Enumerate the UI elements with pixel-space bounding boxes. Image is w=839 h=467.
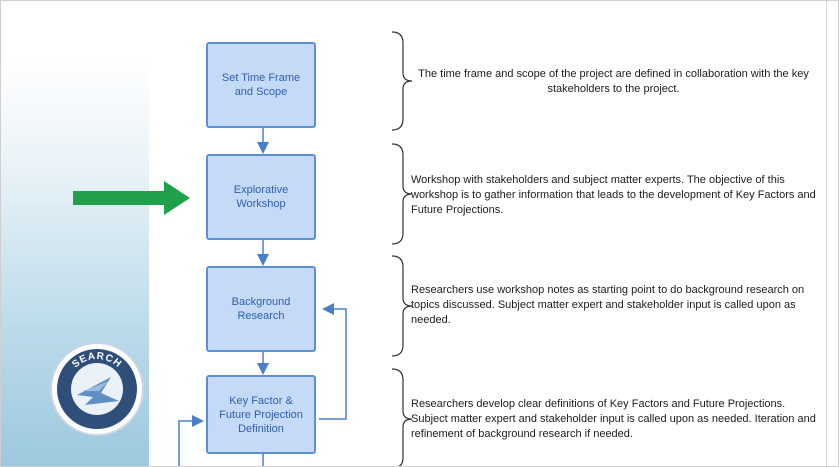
step-label: Background Research (231, 296, 291, 322)
bracket-3 (391, 255, 413, 357)
step-box-explorative-workshop: Explorative Workshop (206, 154, 316, 240)
highlight-arrow-icon (73, 181, 190, 215)
incoming-loop-arrow (178, 415, 204, 466)
feedback-loop-arrow (319, 303, 347, 420)
bracket-2 (391, 143, 413, 245)
step-label: Key Factor & Future Projection Definitio… (219, 394, 303, 435)
search-logo-icon: SEARCH (50, 342, 144, 436)
step-description-4: Researchers develop clear definitions of… (411, 398, 816, 440)
step-description-3: Researchers use workshop notes as starti… (411, 284, 805, 326)
bracket-4 (391, 368, 413, 466)
step-label: Set Time Frame and Scope (221, 72, 301, 98)
step-label: Explorative Workshop (233, 184, 289, 210)
step-box-set-time-frame: Set Time Frame and Scope (206, 42, 316, 128)
step-box-background-research: Background Research (206, 266, 316, 352)
step-description-2: Workshop with stakeholders and subject m… (411, 174, 816, 216)
step-box-key-factor-definition: Key Factor & Future Projection Definitio… (206, 375, 316, 454)
bracket-1 (391, 31, 413, 131)
step-description-1: The time frame and scope of the project … (418, 68, 809, 95)
divider (826, 1, 827, 466)
